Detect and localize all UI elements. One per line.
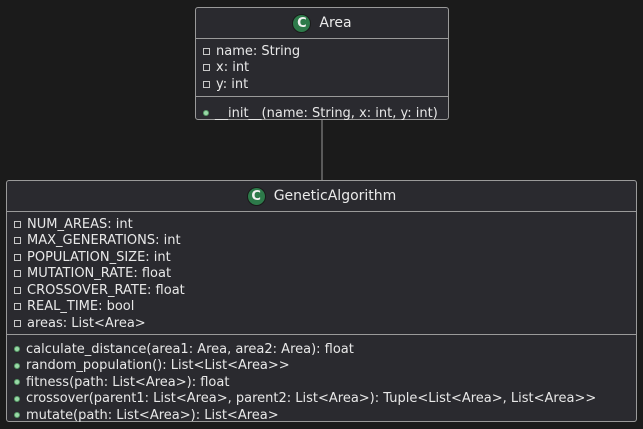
- class-badge-icon: C: [292, 13, 312, 33]
- private-visibility-icon: [14, 319, 21, 327]
- public-visibility-icon: [14, 395, 20, 402]
- public-visibility-icon: [14, 362, 20, 369]
- attribute-text: MUTATION_RATE: float: [27, 266, 172, 282]
- attributes-section: NUM_AREAS: int MAX_GENERATIONS: int POPU…: [7, 212, 636, 335]
- attribute: CROSSOVER_RATE: float: [7, 282, 636, 299]
- attribute: POPULATION_SIZE: int: [7, 249, 636, 266]
- public-visibility-icon: [203, 110, 209, 117]
- public-visibility-icon: [14, 379, 20, 386]
- attribute-text: areas: List<Area>: [27, 315, 146, 331]
- private-visibility-icon: [203, 64, 210, 72]
- method-text: crossover(parent1: List<Area>, parent2: …: [26, 391, 597, 407]
- attributes-section: name: String x: int y: int: [196, 39, 448, 97]
- method: calculate_distance(area1: Area, area2: A…: [7, 341, 636, 358]
- method: crossover(parent1: List<Area>, parent2: …: [7, 391, 636, 408]
- class-header: C GeneticAlgorithm: [7, 181, 636, 212]
- class-name: Area: [319, 15, 352, 31]
- method: fitness(path: List<Area>): float: [7, 374, 636, 391]
- private-visibility-icon: [14, 220, 21, 228]
- attribute-text: MAX_GENERATIONS: int: [27, 233, 181, 249]
- method-text: fitness(path: List<Area>): float: [26, 374, 230, 390]
- attribute-text: x: int: [216, 60, 250, 76]
- private-visibility-icon: [203, 80, 210, 88]
- method-text: calculate_distance(area1: Area, area2: A…: [26, 341, 354, 357]
- attribute: name: String: [196, 43, 448, 60]
- attribute-text: POPULATION_SIZE: int: [27, 249, 171, 265]
- class-badge-icon: C: [246, 186, 266, 206]
- attribute: REAL_TIME: bool: [7, 299, 636, 316]
- class-header: C Area: [196, 8, 448, 39]
- methods-section: __init__(name: String, x: int, y: int): [196, 97, 448, 125]
- method: mutate(path: List<Area>): List<Area>: [7, 407, 636, 424]
- private-visibility-icon: [14, 303, 21, 311]
- private-visibility-icon: [14, 253, 21, 261]
- class-genetic-algorithm[interactable]: C GeneticAlgorithm NUM_AREAS: int MAX_GE…: [6, 180, 637, 423]
- attribute: MUTATION_RATE: float: [7, 266, 636, 283]
- method-text: __init__(name: String, x: int, y: int): [215, 105, 438, 121]
- class-area[interactable]: C Area name: String x: int y: int __init…: [195, 7, 449, 121]
- private-visibility-icon: [14, 286, 21, 294]
- attribute-text: NUM_AREAS: int: [27, 216, 133, 232]
- public-visibility-icon: [14, 346, 20, 353]
- method-text: random_population(): List<List<Area>>: [26, 358, 290, 374]
- attribute: MAX_GENERATIONS: int: [7, 233, 636, 250]
- private-visibility-icon: [203, 47, 210, 55]
- public-visibility-icon: [14, 412, 20, 419]
- private-visibility-icon: [14, 237, 21, 245]
- method: random_population(): List<List<Area>>: [7, 358, 636, 375]
- attribute-text: name: String: [216, 43, 301, 59]
- attribute: x: int: [196, 60, 448, 77]
- attribute: areas: List<Area>: [7, 315, 636, 332]
- private-visibility-icon: [14, 270, 21, 278]
- attribute: NUM_AREAS: int: [7, 216, 636, 233]
- class-name: GeneticAlgorithm: [273, 188, 397, 204]
- method: __init__(name: String, x: int, y: int): [196, 105, 448, 122]
- attribute-text: CROSSOVER_RATE: float: [27, 282, 185, 298]
- attribute: y: int: [196, 76, 448, 93]
- attribute-text: y: int: [216, 76, 249, 92]
- method-text: mutate(path: List<Area>): List<Area>: [26, 407, 279, 423]
- attribute-text: REAL_TIME: bool: [27, 299, 135, 315]
- methods-section: calculate_distance(area1: Area, area2: A…: [7, 335, 636, 427]
